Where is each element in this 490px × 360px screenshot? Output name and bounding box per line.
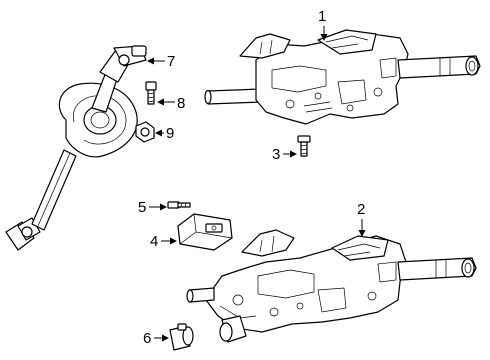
screw-small-part	[167, 201, 191, 209]
callout-label: 5	[138, 199, 146, 216]
callout-5: 5	[138, 199, 167, 216]
callout-7: 7	[147, 53, 175, 70]
callout-9: 9	[155, 125, 174, 142]
steering-column-lower-part	[186, 229, 477, 343]
callout-label: 8	[177, 95, 185, 112]
callout-label: 2	[357, 201, 365, 218]
intermediate-shaft-part	[5, 45, 147, 251]
callout-6: 6	[143, 330, 169, 347]
callout-label: 4	[150, 233, 158, 250]
callout-3: 3	[272, 146, 297, 163]
steering-column-upper-part	[204, 29, 481, 125]
callout-2: 2	[357, 201, 366, 237]
nut-part	[135, 121, 155, 143]
callout-label: 9	[166, 125, 174, 142]
screw-part	[297, 135, 311, 157]
callout-8: 8	[157, 95, 185, 112]
control-module-part	[177, 213, 233, 251]
callout-label: 6	[143, 330, 151, 347]
callout-label: 1	[318, 8, 326, 25]
callout-label: 7	[167, 53, 175, 70]
bolt-part	[145, 81, 157, 105]
callout-label: 3	[272, 146, 280, 163]
callout-4: 4	[150, 233, 177, 250]
sensor-part	[169, 323, 194, 351]
callout-1: 1	[318, 8, 328, 41]
